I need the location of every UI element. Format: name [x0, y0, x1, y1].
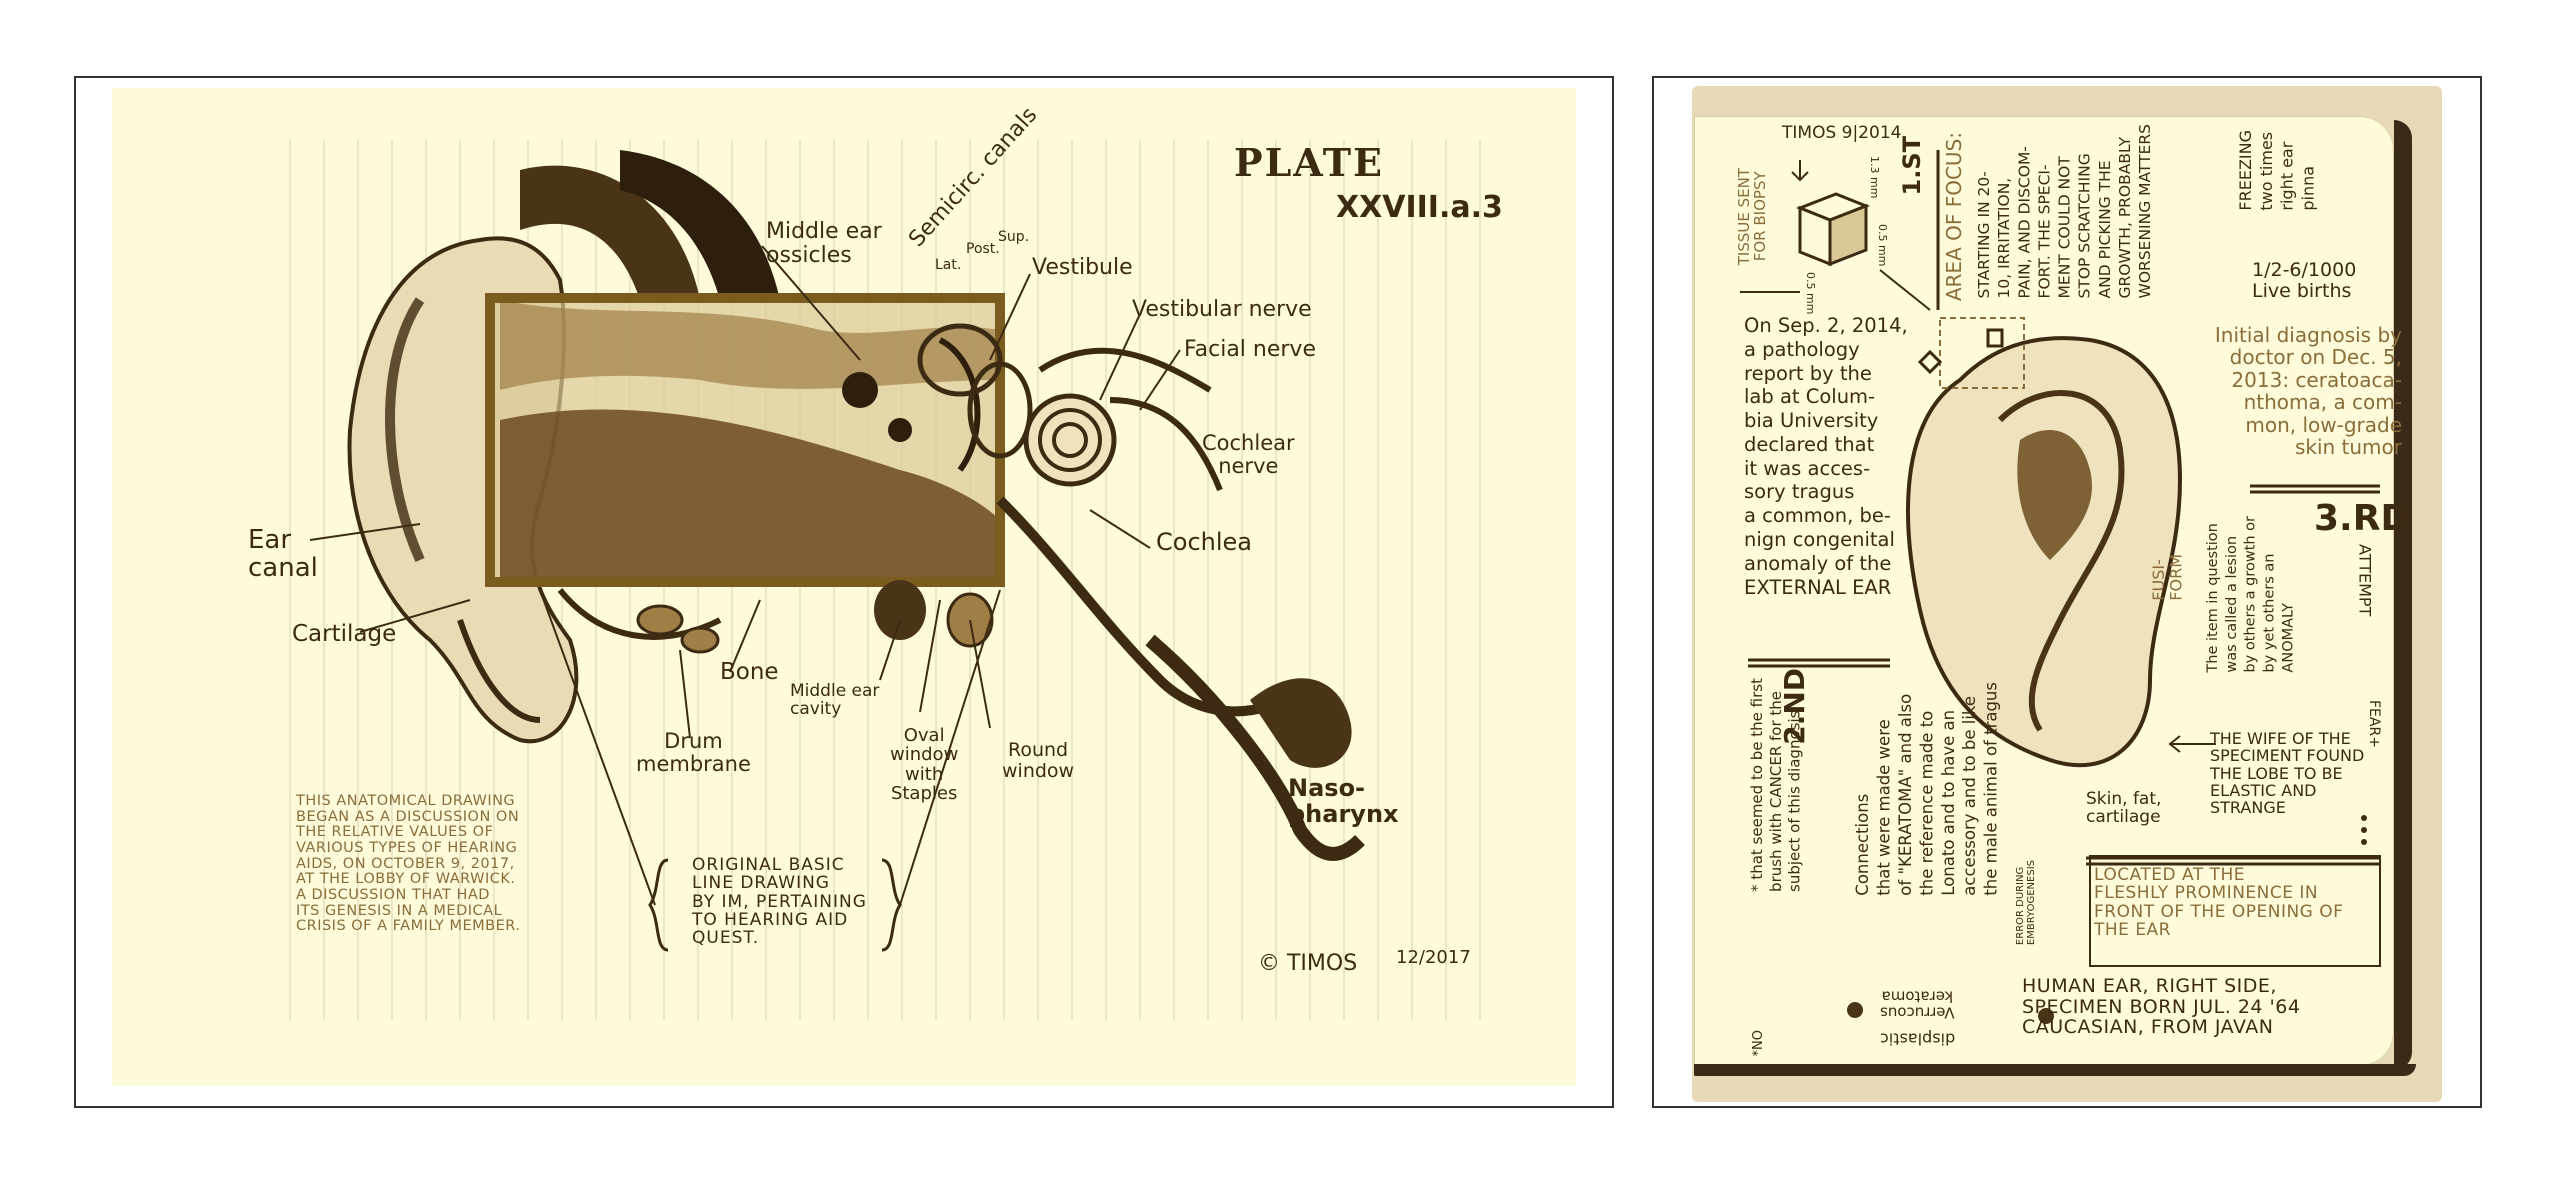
label-oval-window: Oval window with Staples — [890, 725, 959, 805]
displastic-label: displastic — [1880, 1029, 1956, 1049]
tissue-label: TISSUE SENT FOR BIOPSY — [1735, 168, 1770, 266]
label-vestibular-nerve: Vestibular nerve — [1132, 297, 1312, 322]
label-bone: Bone — [720, 659, 779, 685]
plate-title: PLATE — [1234, 140, 1384, 185]
label-round-window: Round window — [1002, 739, 1075, 782]
freezing-note: FREEZING two times right ear pinna — [2236, 130, 2318, 211]
label-naso-pharynx: Naso- pharynx — [1288, 774, 1399, 828]
plate-note: THIS ANATOMICAL DRAWING BEGAN AS A DISCU… — [296, 793, 521, 935]
notebook-edge — [1694, 1064, 2416, 1076]
plate-signature: © TIMOS — [1258, 951, 1358, 976]
location-note: LOCATED AT THE FLESHLY PROMINENCE IN FRO… — [2094, 865, 2344, 941]
connections-note: Connections that were made were of "KERA… — [1853, 682, 2001, 896]
first-attempt-label: 1.ST — [1898, 136, 1926, 196]
specimen-note: HUMAN EAR, RIGHT SIDE, SPECIMEN BORN JUL… — [2022, 975, 2301, 1039]
pathology-report: On Sep. 2, 2014, a pathology report by t… — [1744, 314, 1908, 599]
plate-number: XXVIII.a.3 — [1336, 190, 1503, 225]
label-lat: Lat. — [935, 257, 962, 273]
label-drum-membrane: Drum membrane — [636, 729, 751, 776]
third-attempt-label: 3.RD — [2314, 498, 2411, 539]
attempt-label: ATTEMPT — [2355, 544, 2375, 617]
notebook-header: TIMOS 9|2014 — [1782, 123, 1902, 143]
no-label: *NO — [1751, 1030, 1766, 1057]
label-vestibule: Vestibule — [1032, 255, 1133, 280]
label-middle-ear-ossicles: Middle ear ossicles — [766, 219, 882, 268]
error-embryogenesis: ERROR DURING EMBRYOGENESIS — [2015, 860, 2037, 946]
births-note: 1/2-6/1000 Live births — [2252, 259, 2357, 302]
area-of-focus-label: AREA OF FOCUS: — [1942, 132, 1966, 302]
verrucous-keratoma: Verrucous keratoma — [1880, 987, 1955, 1022]
label-post: Post. — [966, 241, 1000, 257]
bracket-note: ORIGINAL BASIC LINE DRAWING BY IM, PERTA… — [692, 855, 867, 949]
plate-signature-date: 12/2017 — [1396, 947, 1471, 968]
cancer-note: * that seemed to be the first brush with… — [1748, 678, 1804, 892]
notebook-spine — [2394, 120, 2412, 1070]
dims-c: 0.5 mm — [1803, 272, 1817, 315]
fear-label: FEAR+ — [2366, 700, 2383, 748]
wife-note: THE WIFE OF THE SPECIMENT FOUND THE LOBE… — [2210, 729, 2365, 818]
dims-a: 1.3 mm — [1867, 156, 1881, 199]
label-facial-nerve: Facial nerve — [1184, 337, 1316, 362]
skin-fat-cartilage: Skin, fat, cartilage — [2086, 789, 2162, 828]
label-sup: Sup. — [998, 229, 1030, 245]
label-cartilage: Cartilage — [292, 621, 397, 647]
initial-diagnosis: Initial diagnosis by doctor on Dec. 5, 2… — [2214, 323, 2402, 459]
label-cochlea: Cochlea — [1156, 528, 1252, 556]
item-in-question: The item in question was called a lesion… — [2205, 516, 2297, 673]
area-of-focus-text: STARTING IN 20- 10, IRRITATION, PAIN, AN… — [1975, 124, 2155, 299]
label-middle-ear-cavity: Middle ear cavity — [790, 681, 880, 720]
label-ear-canal: Ear canal — [248, 525, 318, 584]
fusiform-label: FUSI- FORM — [2149, 554, 2186, 601]
label-cochlear-nerve: Cochlear nerve — [1202, 431, 1295, 478]
dims-b: 0.5 mm — [1875, 224, 1889, 267]
